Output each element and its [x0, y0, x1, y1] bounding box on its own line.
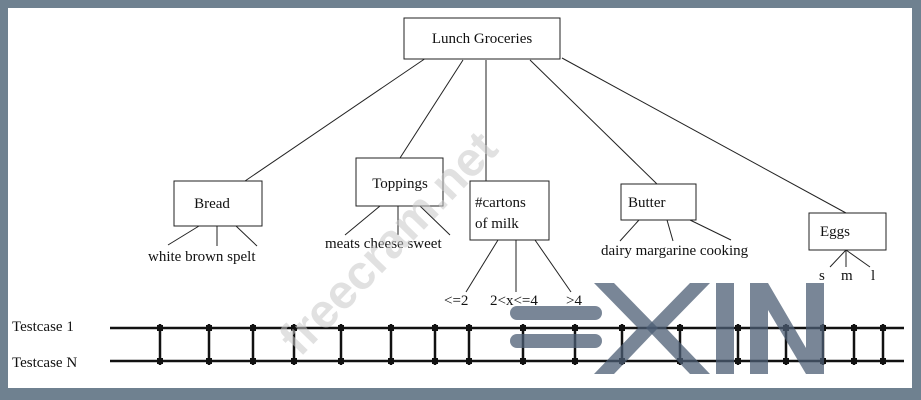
testcase-dot — [466, 325, 472, 331]
eggs-value-m: m — [841, 268, 853, 284]
category-milk-label-line1: #cartons — [475, 195, 526, 211]
classification-tree: Lunch Groceries Bread white brown spelt … — [12, 17, 904, 374]
category-eggs-label: Eggs — [820, 224, 850, 240]
category-bread: Bread white brown spelt — [148, 180, 263, 265]
category-butter-label: Butter — [628, 195, 666, 211]
testcase-dot — [520, 358, 526, 364]
butter-values: dairy margarine cooking — [601, 243, 749, 259]
diagram-frame: Lunch Groceries Bread white brown spelt … — [8, 8, 912, 388]
root-node: Lunch Groceries — [403, 17, 561, 60]
eggs-value-s: s — [819, 268, 825, 284]
testcase-dot — [880, 325, 886, 331]
testcase-dot — [157, 358, 163, 364]
testcase-dot — [851, 325, 857, 331]
testcase-dot — [206, 325, 212, 331]
testcase-dot — [388, 325, 394, 331]
testcase-dot — [851, 358, 857, 364]
milk-value-high: >4 — [566, 293, 582, 309]
testcase-dot — [250, 358, 256, 364]
testcase-dot — [432, 325, 438, 331]
milk-value-mid: 2<x<=4 — [490, 293, 538, 309]
bread-values: white brown spelt — [148, 249, 256, 265]
testcase-dot — [619, 325, 625, 331]
testcase-grid: Testcase 1 Testcase N — [12, 319, 904, 371]
exin-logo — [510, 283, 824, 374]
root-connectors — [244, 57, 847, 214]
testcase-dot — [783, 358, 789, 364]
testcase-dot — [572, 325, 578, 331]
toppings-values: meats cheese sweet — [325, 236, 442, 252]
testcase-dot — [432, 358, 438, 364]
testcase-dot — [388, 358, 394, 364]
testcase-n-label: Testcase N — [12, 355, 77, 371]
testcase-dot — [677, 325, 683, 331]
testcase-dot — [206, 358, 212, 364]
connector-bread — [244, 57, 427, 182]
category-butter: Butter dairy margarine cooking — [601, 183, 749, 259]
testcase-dot — [520, 325, 526, 331]
eggs-value-l: l — [871, 268, 875, 284]
testcase-dot — [735, 325, 741, 331]
connector-eggs — [561, 57, 847, 214]
testcase-dot — [291, 358, 297, 364]
category-toppings-label: Toppings — [372, 176, 428, 192]
testcase-dot — [880, 358, 886, 364]
category-eggs: Eggs s m l — [808, 212, 887, 284]
connector-toppings — [399, 59, 464, 159]
connector-butter — [529, 59, 658, 185]
testcase-dot — [572, 358, 578, 364]
testcase-dot — [466, 358, 472, 364]
testcase-1-label: Testcase 1 — [12, 319, 74, 335]
testcase-dot — [157, 325, 163, 331]
testcase-dot — [291, 325, 297, 331]
testcase-dot — [338, 358, 344, 364]
testcase-dot — [338, 325, 344, 331]
root-label: Lunch Groceries — [432, 31, 533, 47]
milk-value-low: <=2 — [444, 293, 468, 309]
category-bread-label: Bread — [194, 196, 230, 212]
testcase-dot — [250, 325, 256, 331]
category-milk: #cartons of milk <=2 2<x<=4 >4 — [444, 180, 582, 309]
category-milk-label-line2: of milk — [475, 216, 519, 232]
testcase-dot — [735, 358, 741, 364]
category-toppings: Toppings meats cheese sweet — [325, 157, 451, 252]
